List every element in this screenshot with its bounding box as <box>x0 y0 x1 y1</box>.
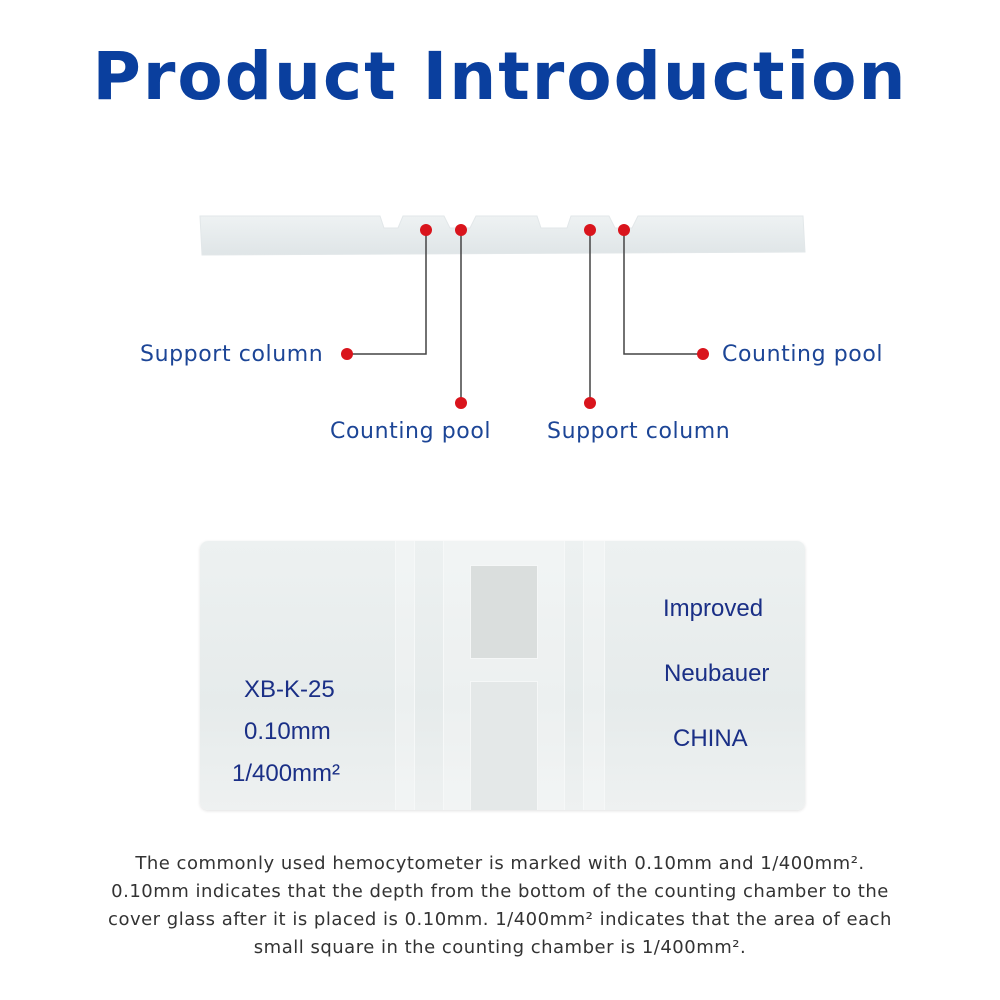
marker-dot <box>455 397 467 409</box>
label-counting-pool: Counting pool <box>722 342 884 367</box>
description-line: cover glass after it is placed is 0.10mm… <box>108 909 892 930</box>
slide-side-profile <box>199 215 806 256</box>
slide-groove <box>395 541 415 810</box>
counting-chamber-lower <box>470 681 538 810</box>
side-view-diagram <box>199 215 806 409</box>
slide-depth: 0.10mm <box>244 718 331 745</box>
marker-dot <box>584 397 596 409</box>
marker-dot <box>697 348 709 360</box>
slide-model: XB-K-25 <box>244 676 335 703</box>
hemocytometer-slide: XB-K-25 0.10mm 1/400mm² Improved Neubaue… <box>200 541 805 810</box>
slide-neubauer: Neubauer <box>664 660 770 687</box>
label-support-column: Support column <box>547 419 731 444</box>
slide-area: 1/400mm² <box>232 760 341 787</box>
marker-dot <box>618 224 630 236</box>
description-line: The commonly used hemocytometer is marke… <box>135 853 865 874</box>
counting-chamber-upper <box>470 565 538 659</box>
description: The commonly used hemocytometer is marke… <box>60 850 940 962</box>
description-line: small square in the counting chamber is … <box>253 937 747 958</box>
leader-line-support-column-1 <box>347 230 427 355</box>
marker-dot <box>455 224 467 236</box>
slide-groove <box>583 541 605 810</box>
leader-line-counting-pool-2 <box>623 230 703 355</box>
marker-dot <box>341 348 353 360</box>
marker-dot <box>420 224 432 236</box>
label-counting-pool: Counting pool <box>330 419 492 444</box>
marker-dot <box>584 224 596 236</box>
label-support-column: Support column <box>140 342 324 367</box>
slide-china: CHINA <box>673 725 748 752</box>
description-line: 0.10mm indicates that the depth from the… <box>111 881 889 902</box>
slide-improved: Improved <box>663 595 764 622</box>
page-title: Product Introduction <box>92 38 908 115</box>
